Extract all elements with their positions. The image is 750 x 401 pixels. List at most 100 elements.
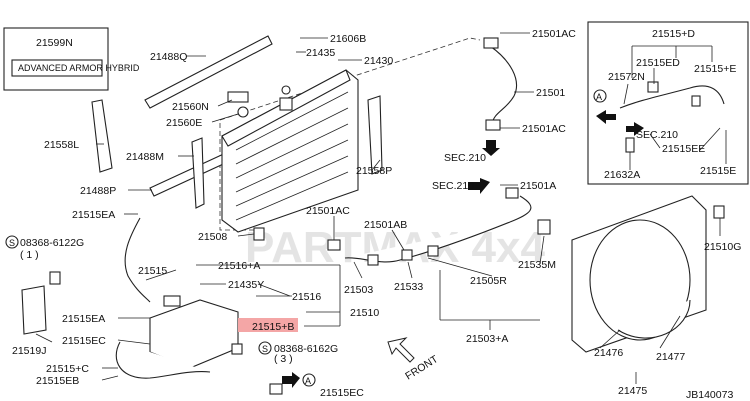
label-21501AB: 21501AB xyxy=(364,219,407,231)
screw-letter-6162G: S xyxy=(262,344,268,354)
label-21515: 21515 xyxy=(138,265,167,277)
bolt-08368-6122G xyxy=(49,271,61,285)
clamp-21501AB-a xyxy=(367,254,379,266)
inset-arrow-sec-icon xyxy=(626,122,644,136)
label-21488Q: 21488Q xyxy=(150,51,187,63)
label-21505R: 21505R xyxy=(470,275,507,287)
label-21515C: 21515+C xyxy=(46,363,89,375)
label-08368-6162G: 08368-6162G xyxy=(274,343,338,355)
label-sec210-mid: SEC.210 xyxy=(444,152,486,164)
ref-letter-a: A xyxy=(305,376,311,386)
inset-leader-lines xyxy=(623,45,727,170)
inset-ref-circle xyxy=(593,89,607,103)
screw-symbol-6122G xyxy=(5,235,19,249)
label-21515EA-low: 21515EA xyxy=(62,313,105,325)
highlight-21515B xyxy=(238,318,298,332)
label-08368-6162G-qty: ( 3 ) xyxy=(274,353,293,365)
label-21515E-top: 21515+E xyxy=(694,63,736,75)
inset-bolt-21632A xyxy=(625,137,635,153)
label-21501: 21501 xyxy=(536,87,565,99)
label-21515EB: 21515EB xyxy=(36,375,79,387)
arrow-right-icon xyxy=(282,372,300,388)
label-21515E: 21515E xyxy=(700,165,736,177)
ref-circle-a xyxy=(302,373,316,387)
screw-symbol-6162G xyxy=(258,341,272,355)
label-21516: 21516 xyxy=(292,291,321,303)
side-panel-21558P xyxy=(367,95,383,175)
lower-hose-21505R xyxy=(509,195,532,223)
sticker-plate xyxy=(11,59,103,77)
seal-strip-body xyxy=(144,35,273,109)
label-21535M: 21535M xyxy=(518,259,556,271)
label-21515EC-bottom: 21515EC xyxy=(320,387,364,399)
label-21475: 21475 xyxy=(618,385,647,397)
label-21515EC-left: 21515EC xyxy=(62,335,106,347)
label-21510G: 21510G xyxy=(704,241,741,253)
shroud-opening xyxy=(589,219,691,341)
label-21599N: 21599N xyxy=(36,37,73,49)
clip-21535M xyxy=(537,219,551,235)
reservoir-cap xyxy=(163,295,181,307)
label-21515EE: 21515EE xyxy=(662,143,705,155)
fan-shroud-21476 xyxy=(571,195,725,353)
bolt-21510G xyxy=(713,205,725,219)
reservoir-tank xyxy=(149,295,298,369)
label-21572N: 21572N xyxy=(608,71,645,83)
label-21558P: 21558P xyxy=(356,165,392,177)
label-21503: 21503 xyxy=(344,284,373,296)
label-21560E: 21560E xyxy=(166,117,202,129)
label-21515B: 21515+B xyxy=(252,321,294,333)
drawing-number: JB140073 xyxy=(686,389,733,401)
clamp-21501AC-top xyxy=(483,37,499,49)
inset-clamp-a xyxy=(647,81,659,93)
seal-strip-21488Q xyxy=(144,35,273,109)
label-08368-6122G-qty: ( 1 ) xyxy=(20,249,39,261)
inset-detail-box: A xyxy=(587,21,749,185)
clamp-21533 xyxy=(427,245,439,257)
label-21533: 21533 xyxy=(394,281,423,293)
clamp-21501AB-b xyxy=(401,249,413,261)
label-21510: 21510 xyxy=(350,307,379,319)
label-21501AC-mid: 21501AC xyxy=(522,123,566,135)
label-21501AC-low: 21501AC xyxy=(306,205,350,217)
clamp-21501AC-mid xyxy=(485,119,501,131)
label-sec210-low: SEC.210 xyxy=(432,180,474,192)
inset-clamp-b xyxy=(691,95,701,107)
label-21560N: 21560N xyxy=(172,101,209,113)
group-boundary-line xyxy=(219,37,481,231)
inset-arrow-left-icon xyxy=(596,110,616,124)
label-08368-6122G: 08368-6122G xyxy=(20,237,84,249)
leader-lines xyxy=(35,32,721,384)
side-panel-21488M xyxy=(191,137,205,209)
label-21515D: 21515+D xyxy=(652,28,695,40)
label-21476: 21476 xyxy=(594,347,623,359)
cap-washer xyxy=(281,85,291,95)
overflow-hose-21515 xyxy=(124,217,151,303)
upper-hose-21501 xyxy=(489,45,518,125)
label-sticker-part: ADVANCED ARMOR HYBRID xyxy=(3,27,140,91)
label-21501AC-top: 21501AC xyxy=(532,28,576,40)
radiator-cap xyxy=(279,97,293,111)
front-arrow-icon xyxy=(387,337,415,363)
label-21430: 21430 xyxy=(364,55,393,67)
label-21515ED: 21515ED xyxy=(636,57,680,69)
label-21606B: 21606B xyxy=(330,33,366,45)
label-21503A: 21503+A xyxy=(466,333,508,345)
label-21488M: 21488M xyxy=(126,151,164,163)
label-21477: 21477 xyxy=(656,351,685,363)
label-21558L: 21558L xyxy=(44,139,79,151)
clamp-21515EC xyxy=(269,383,283,395)
label-sec210-inset: SEC.210 xyxy=(636,129,678,141)
sticker-frame xyxy=(3,27,109,91)
label-21435Y: 21435Y xyxy=(228,279,264,291)
label-21516A: 21516+A xyxy=(218,260,260,272)
arrow-left-icon xyxy=(468,178,490,194)
label-21515EA-top: 21515EA xyxy=(72,209,115,221)
clamp-21501A xyxy=(505,187,519,199)
label-21488P: 21488P xyxy=(80,185,116,197)
sticker-text: ADVANCED ARMOR HYBRID xyxy=(18,63,140,73)
inset-ref-letter: A xyxy=(596,92,602,102)
mount-21560E xyxy=(237,106,249,118)
